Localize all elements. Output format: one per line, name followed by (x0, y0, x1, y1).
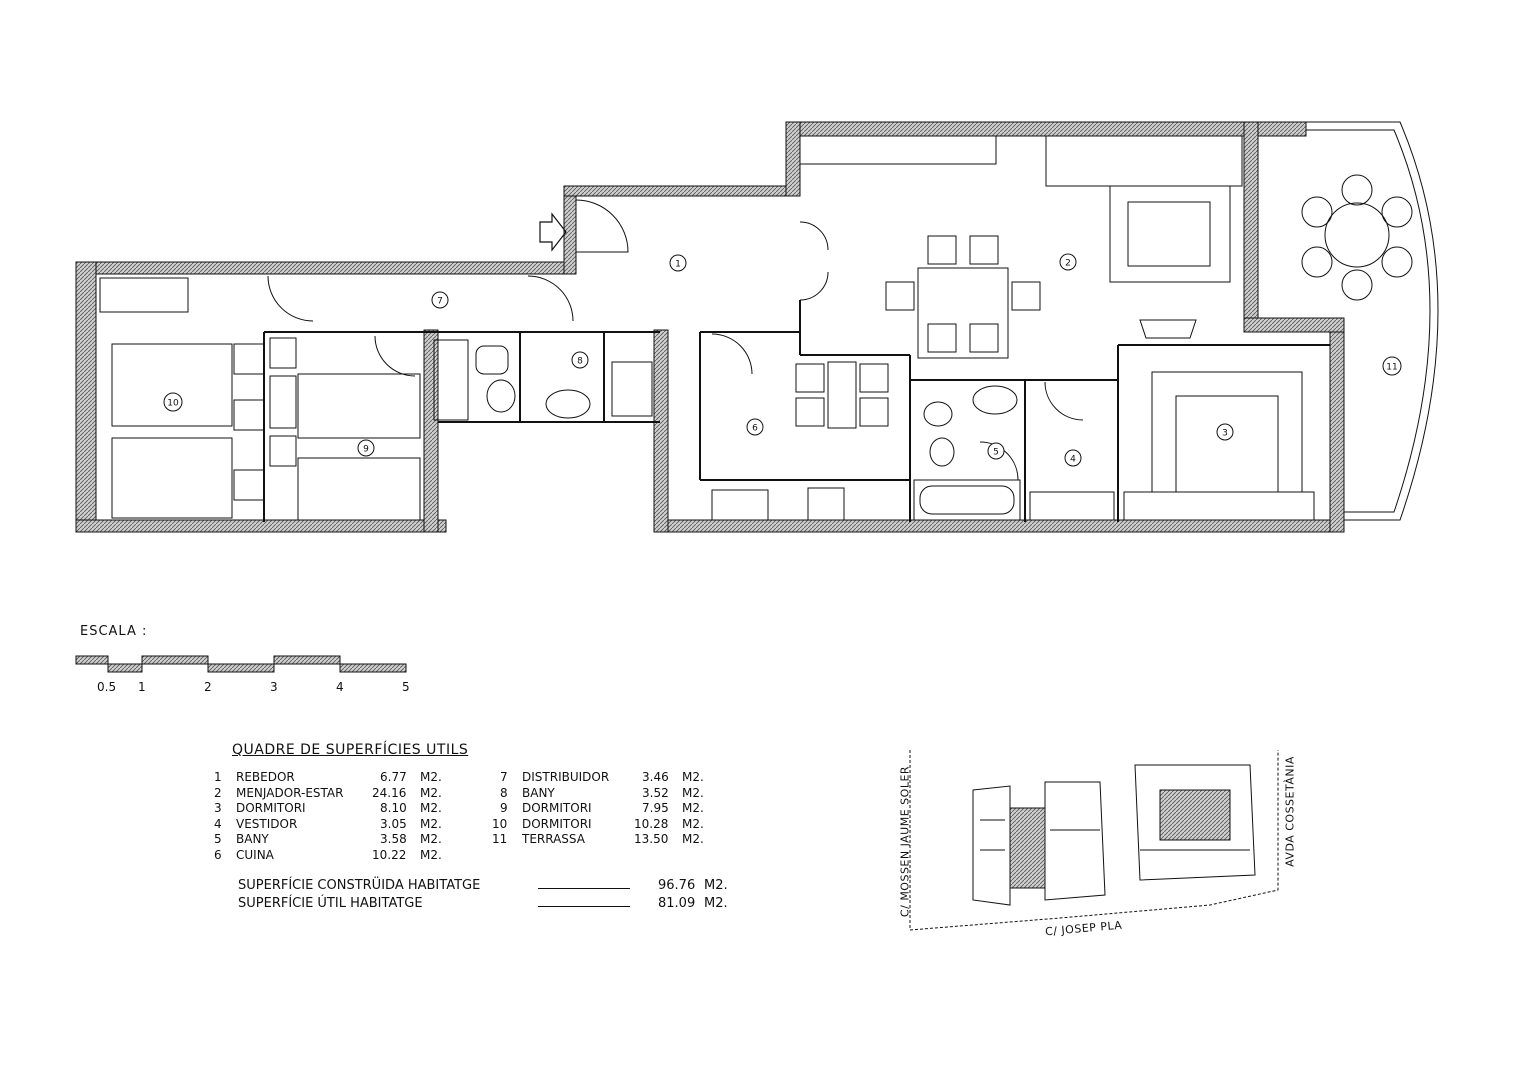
room-name: DORMITORI (236, 801, 306, 815)
room-number: 10 (167, 399, 179, 409)
room-name: TERRASSA (522, 832, 585, 846)
door-swings (267, 199, 1084, 481)
room-number: 4 (1070, 455, 1076, 465)
furniture (99, 135, 1315, 521)
total-useful-row: SUPERFÍCIE ÚTIL HABITATGE 81.09 M2. (238, 896, 758, 914)
scale-tick: 1 (138, 680, 146, 694)
area-table-title: QUADRE DE SUPERFÍCIES UTILS (232, 742, 469, 758)
room-area: 3.46 (642, 770, 669, 784)
room-name: DORMITORI (522, 817, 592, 831)
room-unit: M2. (420, 832, 442, 846)
exterior-walls (75, 121, 1345, 533)
room-unit: M2. (420, 770, 442, 784)
room-number: 5 (993, 448, 999, 458)
room-number: 8 (577, 357, 583, 367)
total-unit: M2. (704, 878, 728, 893)
scale-tick: 4 (336, 680, 344, 694)
room-area: 3.05 (380, 817, 407, 831)
room-unit: M2. (420, 848, 442, 862)
room-number: 1 (675, 260, 681, 270)
scale-tick: 5 (402, 680, 410, 694)
room-num: 8 (500, 786, 508, 800)
scale-tick: 0.5 (97, 680, 117, 694)
room-number: 9 (363, 445, 369, 455)
room-area: 7.95 (642, 801, 669, 815)
room-number: 3 (1222, 429, 1228, 439)
leader-line (538, 888, 630, 889)
room-area: 10.22 (372, 848, 407, 862)
scale-title: ESCALA : (80, 624, 148, 639)
total-area: 81.09 (658, 896, 696, 911)
room-name: REBEDOR (236, 770, 295, 784)
room-unit: M2. (682, 770, 704, 784)
room-name: BANY (236, 832, 269, 846)
room-num: 3 (214, 801, 222, 815)
room-area: 8.10 (380, 801, 407, 815)
room-area: 10.28 (634, 817, 669, 831)
room-num: 5 (214, 832, 222, 846)
location-map (909, 750, 1279, 931)
entrance-arrow-icon (539, 212, 567, 252)
total-unit: M2. (704, 896, 728, 911)
total-built-row: SUPERFÍCIE CONSTRÜIDA HABITATGE 96.76 M2… (238, 878, 758, 896)
room-num: 7 (500, 770, 508, 784)
room-num: 2 (214, 786, 222, 800)
room-unit: M2. (682, 801, 704, 815)
room-area: 3.52 (642, 786, 669, 800)
room-name: DISTRIBUIDOR (522, 770, 610, 784)
room-number: 11 (1386, 363, 1397, 373)
room-name: MENJADOR-ESTAR (236, 786, 344, 800)
room-area: 24.16 (372, 786, 407, 800)
room-name: DORMITORI (522, 801, 592, 815)
room-num: 1 (214, 770, 222, 784)
street-label-right: AVDA COSSETÀNIA (1283, 756, 1297, 867)
total-area: 96.76 (658, 878, 696, 893)
room-name: BANY (522, 786, 555, 800)
room-unit: M2. (420, 786, 442, 800)
room-num: 6 (214, 848, 222, 862)
room-area: 13.50 (634, 832, 669, 846)
room-number: 7 (437, 297, 443, 307)
room-name: VESTIDOR (236, 817, 298, 831)
scale-tick: 3 (270, 680, 278, 694)
room-num: 11 (492, 832, 508, 846)
scale-bar (75, 655, 407, 673)
room-num: 4 (214, 817, 222, 831)
room-labels (163, 253, 1402, 467)
room-num: 10 (492, 817, 508, 831)
room-name: CUINA (236, 848, 274, 862)
scale-tick: 2 (204, 680, 212, 694)
room-unit: M2. (682, 786, 704, 800)
total-label: SUPERFÍCIE CONSTRÜIDA HABITATGE (238, 878, 481, 893)
street-label-left: C/ MOSSEN JAUME SOLER (898, 765, 912, 918)
leader-line (538, 906, 630, 907)
room-unit: M2. (420, 801, 442, 815)
room-unit: M2. (420, 817, 442, 831)
interior-walls (263, 300, 1330, 522)
room-num: 9 (500, 801, 508, 815)
room-area: 3.58 (380, 832, 407, 846)
total-label: SUPERFÍCIE ÚTIL HABITATGE (238, 896, 423, 911)
room-unit: M2. (682, 832, 704, 846)
terrace (1301, 121, 1439, 521)
room-number: 2 (1065, 259, 1071, 269)
room-number: 6 (752, 424, 758, 434)
room-unit: M2. (682, 817, 704, 831)
room-area: 6.77 (380, 770, 407, 784)
